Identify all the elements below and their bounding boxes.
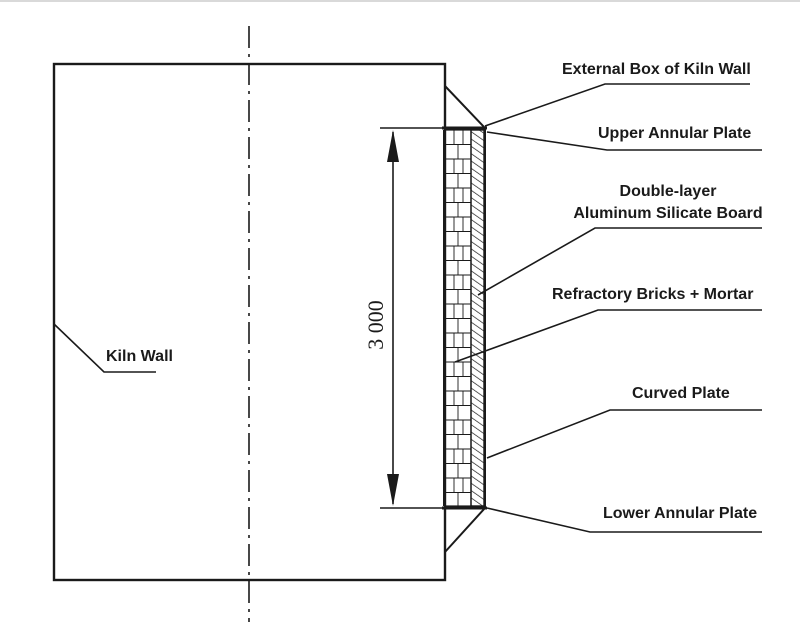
- leader-curved-plate: [486, 409, 762, 459]
- label-refractory: Refractory Bricks + Mortar: [552, 286, 753, 303]
- label-lower-annular-plate: Lower Annular Plate: [603, 505, 757, 522]
- leader-refractory: [454, 309, 762, 363]
- leader-kiln-wall: [53, 323, 156, 373]
- label-kiln-wall: Kiln Wall: [106, 348, 173, 365]
- dim-arrow-bottom: [387, 474, 399, 506]
- leader-lower-annular-plate: [486, 507, 762, 533]
- label-curved-plate: Curved Plate: [632, 385, 730, 402]
- leader-external-box: [484, 83, 750, 127]
- dim-arrow-top: [387, 130, 399, 162]
- leader-double-layer: [477, 227, 762, 296]
- label-double-layer-2: Aluminum Silicate Board: [573, 205, 762, 222]
- external-box-outline: [444, 85, 486, 553]
- label-double-layer-1: Double-layer: [620, 183, 717, 200]
- label-upper-annular-plate: Upper Annular Plate: [598, 125, 751, 142]
- leader-upper-annular-plate: [486, 131, 762, 151]
- label-external-box: External Box of Kiln Wall: [562, 61, 751, 78]
- refractory-bricks: [444, 129, 472, 507]
- dimension-label: 3 000: [363, 300, 388, 350]
- aluminum-silicate-board: [470, 129, 485, 507]
